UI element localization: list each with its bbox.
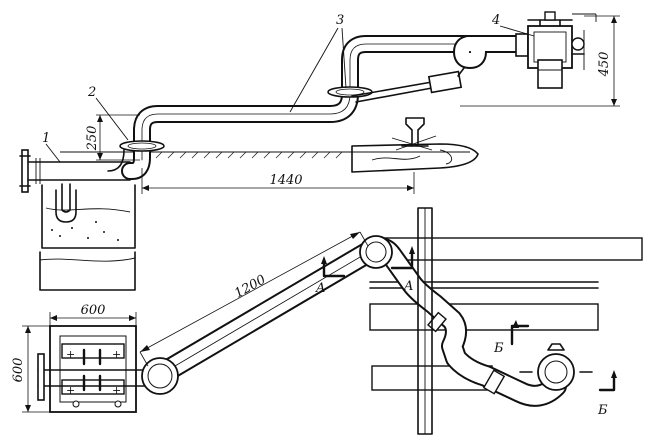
rail-on-sleeper <box>351 117 479 173</box>
sump-pit <box>39 183 136 291</box>
loading-arm-plan <box>141 235 593 407</box>
section-b-lower: Б <box>597 370 617 418</box>
section-b-lower-label: Б <box>597 403 608 418</box>
rail-plan <box>417 207 433 435</box>
dim-450: 450 <box>460 15 620 107</box>
plan-view-pit: + + + + 600 600 <box>11 303 151 413</box>
dim-1200-label: 1200 <box>232 272 268 301</box>
plan-view-arm: A A 1200 Б Б <box>139 207 643 435</box>
svg-text:+: + <box>66 384 75 397</box>
upper-end-loop <box>453 35 529 69</box>
section-a-right-label: A <box>403 279 413 294</box>
callout-2: 2 <box>87 85 96 100</box>
section-a-left: A <box>315 256 346 296</box>
svg-text:+: + <box>112 384 121 397</box>
dim-600-vertical-label: 600 <box>11 358 26 383</box>
callouts-elevation: 1 2 3 4 <box>42 13 535 163</box>
section-a-right: A <box>390 246 415 294</box>
shutoff-valve <box>515 11 597 89</box>
dim-450-label: 450 <box>597 52 612 78</box>
dim-250-label: 250 <box>85 126 100 152</box>
dim-1200: 1200 <box>139 231 369 367</box>
section-b-upper: Б <box>493 320 530 356</box>
inlet-flange <box>19 149 131 193</box>
dim-600-horizontal-label: 600 <box>81 303 106 318</box>
svg-text:+: + <box>66 348 75 361</box>
dim-1440-label: 1440 <box>269 173 302 188</box>
elevation-view: 250 450 1440 1 2 3 4 <box>19 11 620 291</box>
ground-line <box>60 151 470 159</box>
section-a-left-label: A <box>315 281 325 296</box>
callout-3: 3 <box>336 13 344 28</box>
dim-1440: 1440 <box>141 168 415 194</box>
dim-250: 250 <box>85 114 140 161</box>
callout-1: 1 <box>42 131 50 146</box>
callout-4: 4 <box>491 13 500 28</box>
svg-text:+: + <box>112 348 121 361</box>
section-b-upper-label: Б <box>493 341 504 356</box>
